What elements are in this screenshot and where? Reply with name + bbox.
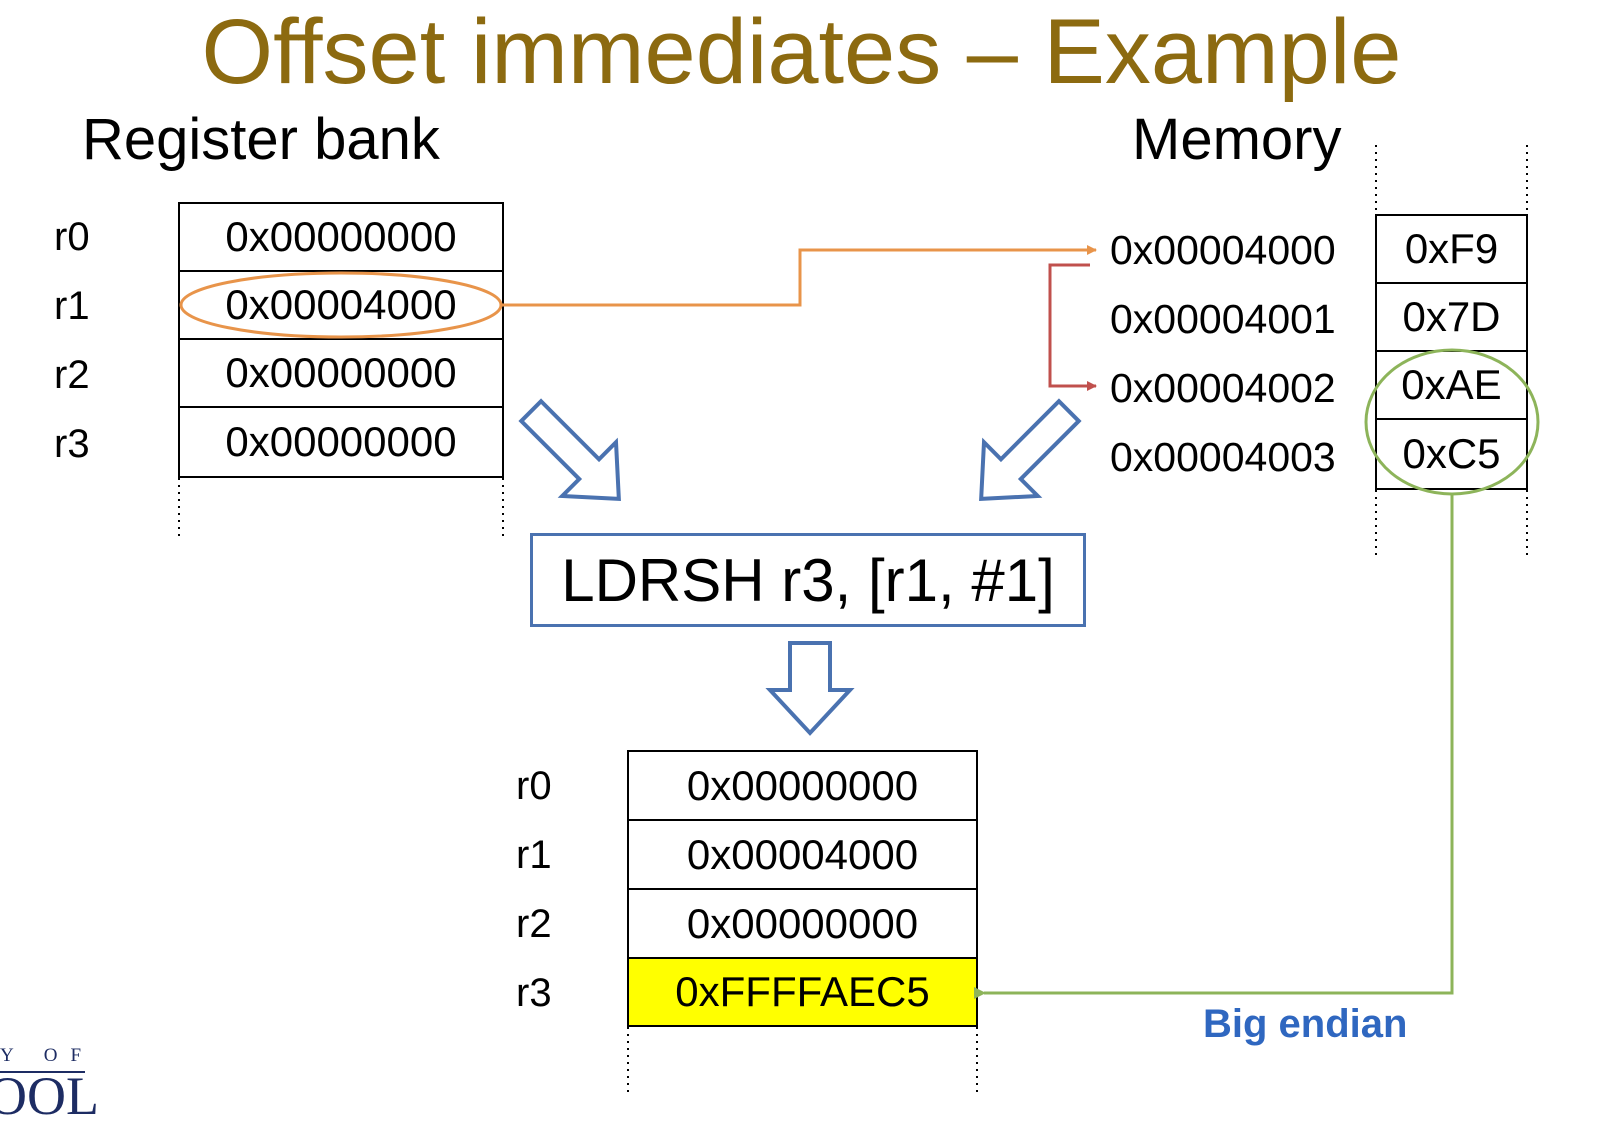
result-register-cell-highlighted: 0xFFFFAEC5 [627,957,978,1027]
memory-address: 0x00004002 [1110,365,1336,411]
register-label: r3 [54,422,90,466]
offset-bracket-arrow [1048,263,1097,391]
endianness-note: Big endian [1203,1002,1408,1046]
register-label: r1 [54,284,90,328]
memory-cell: 0xC5 [1375,418,1528,490]
logo-text-bottom: OOL [0,1066,99,1126]
result-register-label: r2 [516,902,552,946]
register-bank-heading: Register bank [82,107,440,172]
logo-text-top: Y OF [0,1045,95,1066]
loaded-bytes-ellipse [1364,348,1540,496]
load-result-arrow [974,494,1454,999]
slide-title: Offset immediates – Example [201,1,1402,103]
base-address-pointer-arrow [501,245,1097,307]
register-label: r2 [54,353,90,397]
register-to-instruction-arrow [518,398,621,501]
instruction-to-result-arrow [765,641,855,736]
result-register-label: r0 [516,764,552,808]
register-cell: 0x00000000 [178,406,504,478]
r1-highlight-ellipse [179,271,503,339]
memory-address: 0x00004000 [1110,227,1336,273]
memory-to-instruction-arrow [979,398,1082,501]
memory-cell: 0xF9 [1375,214,1528,284]
memory-heading: Memory [1132,107,1342,172]
register-label: r0 [54,215,90,259]
result-register-label: r3 [516,971,552,1015]
memory-address: 0x00004003 [1110,434,1336,480]
memory-address: 0x00004001 [1110,296,1336,342]
result-register-cell: 0x00004000 [627,819,978,890]
logo-rule [0,1071,85,1073]
instruction-box: LDRSH r3, [r1, #1] [530,533,1086,627]
result-register-label: r1 [516,833,552,877]
